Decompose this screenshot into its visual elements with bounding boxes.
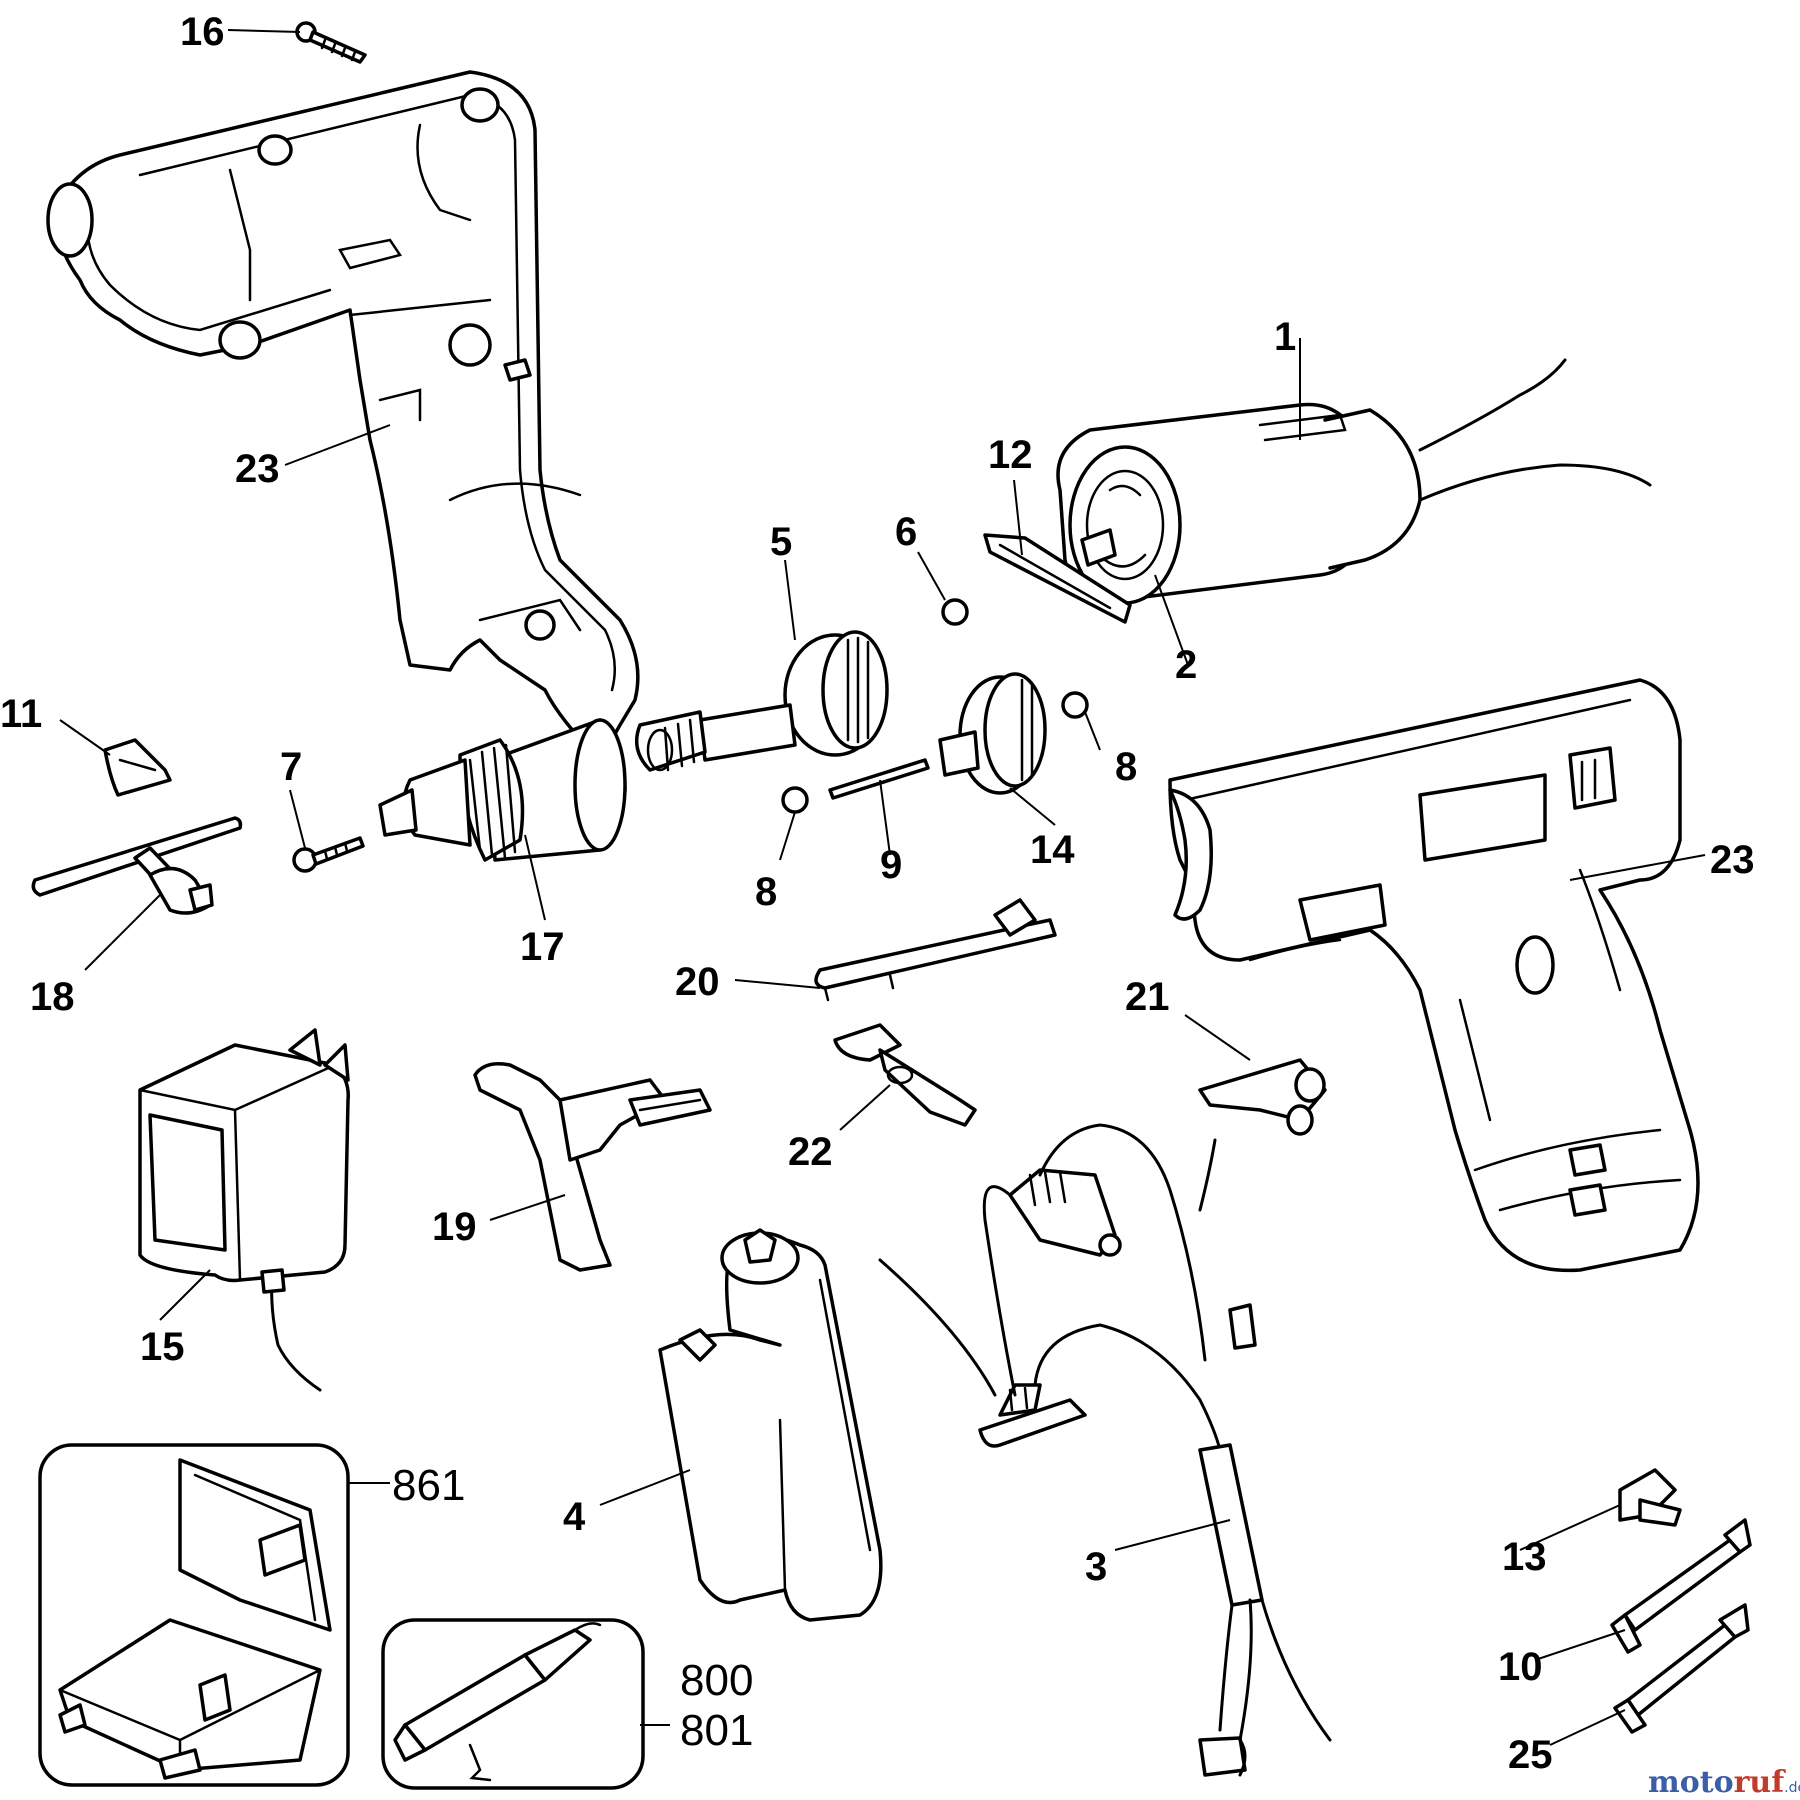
gear-shaft-5 bbox=[634, 630, 889, 772]
label-13: 13 bbox=[1502, 1535, 1547, 1579]
label-8-left: 8 bbox=[755, 870, 777, 914]
wiring-harness-3 bbox=[878, 1123, 1332, 1777]
label-4: 4 bbox=[563, 1495, 586, 1539]
label-15: 15 bbox=[140, 1325, 185, 1369]
case-861 bbox=[38, 1443, 350, 1787]
housing-right-half bbox=[1168, 678, 1700, 1273]
chuck-key-18 bbox=[31, 816, 243, 915]
ball-8b bbox=[781, 786, 809, 814]
trigger-19 bbox=[473, 1062, 712, 1272]
leader-lines bbox=[59, 29, 1706, 1746]
watermark-part2: ruf bbox=[1734, 1765, 1787, 1800]
label-25: 25 bbox=[1508, 1733, 1553, 1777]
label-16: 16 bbox=[180, 10, 225, 54]
label-7: 7 bbox=[280, 745, 302, 789]
label-22: 22 bbox=[788, 1130, 833, 1174]
screw-7 bbox=[292, 836, 365, 873]
ball-8a bbox=[1061, 691, 1089, 719]
label-861: 861 bbox=[392, 1461, 465, 1510]
bracket-21 bbox=[1198, 1058, 1327, 1136]
pin-9 bbox=[828, 758, 930, 800]
label-3: 3 bbox=[1085, 1545, 1107, 1589]
charger-15 bbox=[138, 1028, 350, 1392]
clip-12 bbox=[983, 533, 1132, 624]
watermark-logo: motoruf.de bbox=[1648, 1765, 1800, 1800]
label-11: 11 bbox=[0, 692, 42, 736]
watermark-part1: moto bbox=[1648, 1765, 1734, 1800]
lock-button-22 bbox=[833, 1023, 977, 1127]
ball-6 bbox=[941, 598, 969, 626]
label-23-right: 23 bbox=[1710, 838, 1755, 882]
label-1: 1 bbox=[1274, 315, 1296, 359]
clip-13 bbox=[1618, 1468, 1682, 1527]
label-19: 19 bbox=[432, 1205, 477, 1249]
housing-left-half bbox=[46, 70, 640, 762]
watermark-suffix: .de bbox=[1784, 1780, 1800, 1796]
label-17: 17 bbox=[520, 925, 565, 969]
motor-1 bbox=[1056, 358, 1652, 605]
bit-10 bbox=[1610, 1518, 1752, 1654]
battery-pack-4 bbox=[658, 1228, 883, 1622]
label-12: 12 bbox=[988, 433, 1033, 477]
label-800: 800 bbox=[680, 1656, 753, 1705]
label-20: 20 bbox=[675, 960, 720, 1004]
tool-800-801 bbox=[381, 1618, 645, 1790]
label-6: 6 bbox=[895, 510, 917, 554]
clip-11 bbox=[103, 738, 172, 797]
label-801: 801 bbox=[680, 1706, 753, 1755]
label-14: 14 bbox=[1030, 828, 1075, 872]
label-5: 5 bbox=[770, 520, 792, 564]
label-21: 21 bbox=[1125, 975, 1170, 1019]
label-10: 10 bbox=[1498, 1645, 1543, 1689]
label-18: 18 bbox=[30, 975, 75, 1019]
chuck-17 bbox=[378, 718, 627, 862]
label-2: 2 bbox=[1175, 643, 1197, 687]
gear-14 bbox=[938, 672, 1047, 795]
part-labels: 16 1 23 12 6 5 2 11 7 8 23 9 14 8 17 18 … bbox=[0, 10, 1755, 1777]
screw-16 bbox=[295, 21, 367, 64]
label-9: 9 bbox=[880, 843, 902, 887]
label-23-left: 23 bbox=[235, 447, 280, 491]
bit-25 bbox=[1613, 1603, 1750, 1734]
label-8-right: 8 bbox=[1115, 745, 1137, 789]
switch-bar-20 bbox=[814, 898, 1057, 1002]
svg-text:motoruf.de: motoruf.de bbox=[1648, 1765, 1800, 1800]
